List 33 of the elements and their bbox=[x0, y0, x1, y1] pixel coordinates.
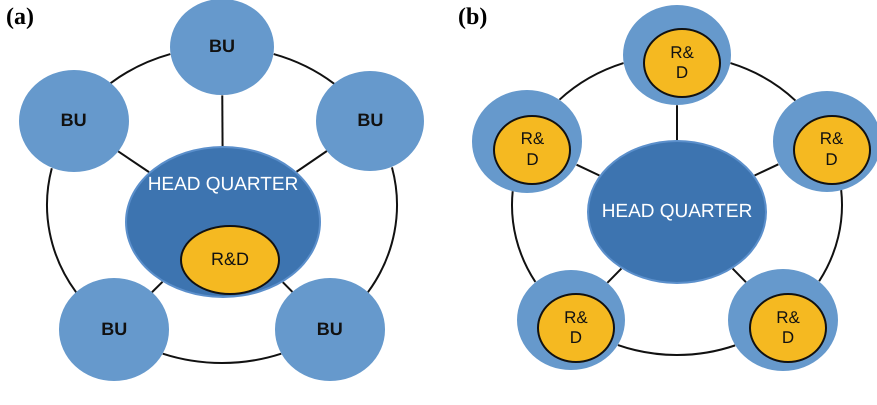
ring-arc bbox=[618, 344, 736, 356]
ring-arc bbox=[273, 53, 335, 85]
connector-line bbox=[221, 95, 224, 146]
ring-arc bbox=[558, 62, 624, 100]
connector-line bbox=[732, 268, 747, 283]
node-label: BU bbox=[209, 36, 235, 58]
panel-label: (a) bbox=[6, 4, 34, 31]
node-label: HEAD QUARTER bbox=[602, 200, 752, 224]
ring-arc bbox=[730, 62, 796, 102]
node-label: BU bbox=[357, 110, 384, 132]
node-label: R& D bbox=[818, 129, 844, 170]
ring-arc bbox=[511, 191, 536, 282]
node-label: R& D bbox=[669, 42, 695, 84]
ring-arc bbox=[46, 168, 77, 293]
connector-line bbox=[576, 164, 600, 176]
connector-line bbox=[754, 163, 779, 176]
connector-line bbox=[151, 281, 164, 293]
node-label: HEAD QUARTER bbox=[148, 174, 298, 197]
node-label: BU bbox=[101, 318, 128, 340]
node-label: R& D bbox=[563, 308, 589, 348]
node-label: R& D bbox=[520, 129, 546, 170]
ring-arc bbox=[162, 352, 282, 364]
ring-arc bbox=[367, 167, 398, 293]
node-label: R& D bbox=[775, 308, 801, 348]
panel-label: (b) bbox=[458, 4, 488, 31]
node-label: R&D bbox=[210, 249, 249, 271]
connector-line bbox=[676, 105, 678, 140]
node-label: BU bbox=[60, 110, 87, 132]
ring-arc bbox=[818, 190, 843, 282]
connector-line bbox=[282, 282, 294, 293]
connector-line bbox=[606, 268, 622, 284]
ring-arc bbox=[110, 53, 171, 84]
node-label: BU bbox=[316, 318, 343, 340]
